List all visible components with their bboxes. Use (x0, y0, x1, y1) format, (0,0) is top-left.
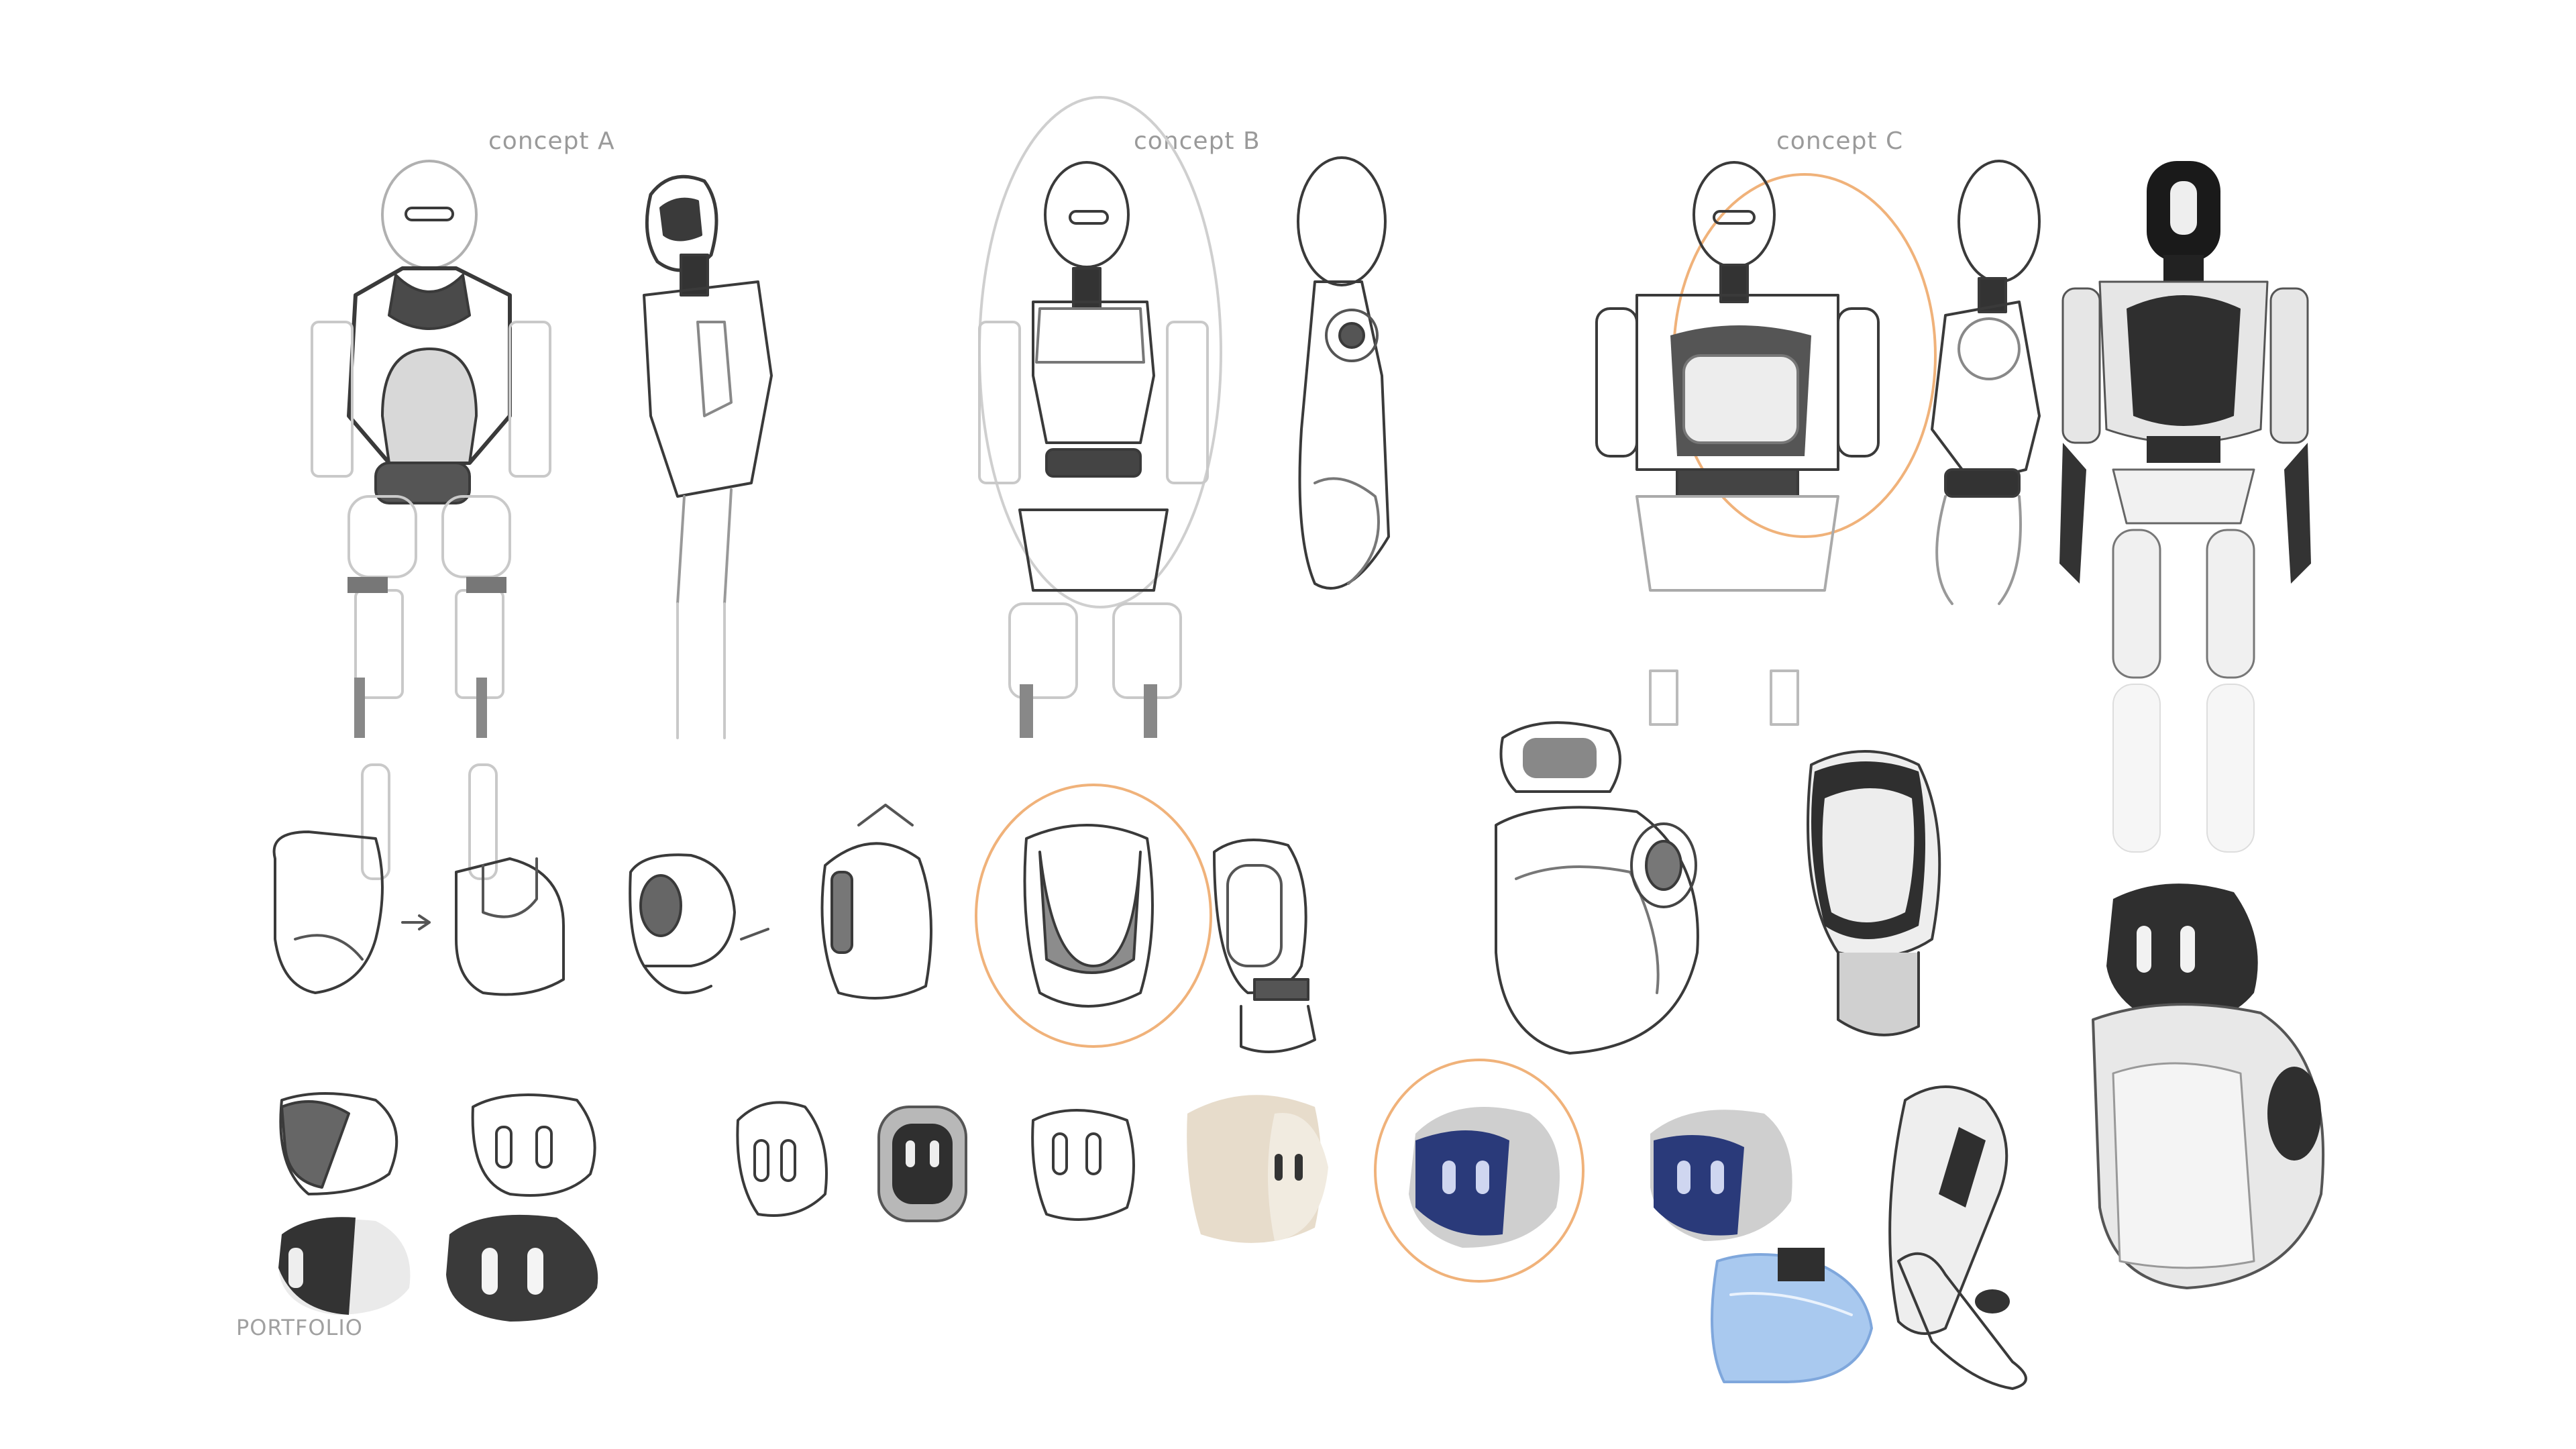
concept-b-front-robot (978, 96, 1222, 738)
concept-a-label: concept A (488, 127, 615, 155)
concept-c-rendered-robot (2059, 161, 2311, 853)
concept-a-helmet-renders (278, 1092, 598, 1322)
concept-a-head-sketches (272, 804, 932, 1000)
concept-b-side-robot (1297, 156, 1390, 590)
portfolio-watermark: PORTFOLIO (236, 1315, 363, 1340)
concept-c-helmet-renders (1374, 1059, 1792, 1283)
concept-c-label: concept C (1776, 127, 1904, 155)
concept-c-front-robot (1595, 161, 1937, 726)
concept-b-label: concept B (1134, 127, 1260, 155)
concept-a-front-robot (311, 160, 551, 880)
concept-c-rendered-head-torso (2092, 883, 2325, 1289)
concept-b-helmet-row (736, 1095, 1328, 1243)
concept-a-side-robot (643, 174, 773, 739)
concept-c-limb-sketches (1711, 1085, 2027, 1390)
concept-b-head-sketches (975, 784, 1316, 1053)
concept-c-side-robot (1931, 160, 2041, 605)
concept-c-head-sketches (1495, 721, 1941, 1055)
